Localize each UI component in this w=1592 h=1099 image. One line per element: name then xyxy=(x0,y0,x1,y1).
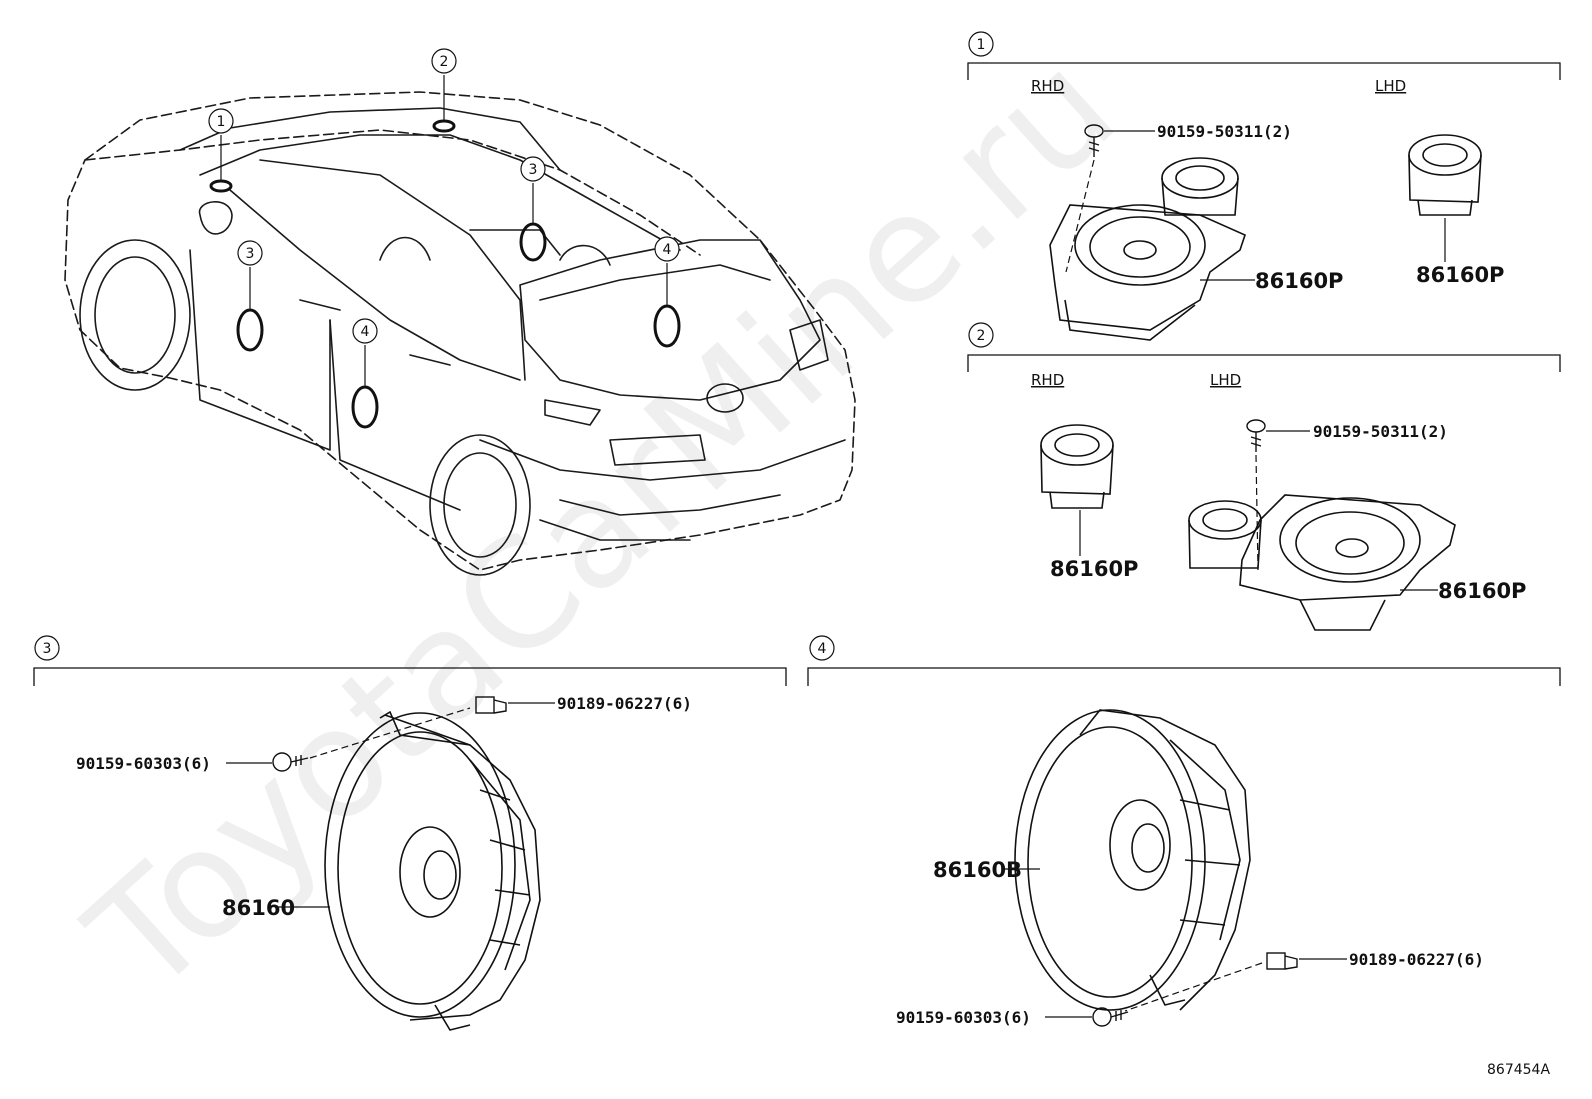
tweeter-icon xyxy=(1040,424,1114,509)
section-2-lhd-label: LHD xyxy=(1210,371,1241,389)
section-2-bracket xyxy=(967,354,1561,372)
section-1-lhd-part: 86160P xyxy=(1416,263,1504,287)
marker-rear-door-right xyxy=(653,304,681,348)
section-3-callout: 3 xyxy=(43,641,52,657)
combo-speaker-icon xyxy=(1188,494,1456,631)
svg-text:4: 4 xyxy=(361,324,370,340)
section-2-screw-label: 90159-50311(2) xyxy=(1313,422,1448,441)
section-1-rhd-part: 86160P xyxy=(1255,269,1343,293)
tweeter-icon xyxy=(1408,134,1482,216)
screw-icon xyxy=(1246,419,1266,452)
section-4-callout: 4 xyxy=(818,641,827,657)
screw-icon xyxy=(272,752,309,772)
callout-3-car-a: 3 xyxy=(520,156,546,182)
car-illustration xyxy=(64,91,856,576)
callout-3-car-b: 3 xyxy=(237,240,263,266)
section-2-callout: 2 xyxy=(977,328,986,344)
car-callouts: 1 2 3 3 4 4 xyxy=(208,48,680,344)
section-3: 3 90189-06227(6) 90159-60303(6) xyxy=(33,635,787,1031)
section-3-clip-label: 90189-06227(6) xyxy=(557,694,692,713)
section-2-lhd-part: 86160P xyxy=(1438,579,1526,603)
section-1-rhd-label: RHD xyxy=(1031,77,1064,95)
section-4-clip-label: 90189-06227(6) xyxy=(1349,950,1484,969)
screw-icon xyxy=(1084,124,1104,157)
diagram-id: 867454A xyxy=(1487,1062,1550,1078)
svg-text:2: 2 xyxy=(440,54,449,70)
section-4: 4 86160B 90189-06227(6) xyxy=(807,635,1561,1027)
callout-4-car-a: 4 xyxy=(654,236,680,262)
svg-text:3: 3 xyxy=(246,246,255,262)
section-4-bracket xyxy=(807,667,1561,686)
marker-tweeter-center xyxy=(432,119,456,133)
section-2: 2 RHD LHD 86160P 90159-50311(2) xyxy=(967,322,1561,631)
section-1: 1 RHD LHD 90159-50311(2) 86160P xyxy=(967,31,1561,341)
combo-speaker-icon xyxy=(1049,157,1246,341)
marker-front-door-right xyxy=(236,308,264,352)
svg-text:1: 1 xyxy=(217,114,226,130)
clip-icon xyxy=(475,696,507,714)
callout-2-car: 2 xyxy=(431,48,457,74)
car-callout-leaders xyxy=(220,75,668,387)
section-3-part: 86160 xyxy=(222,896,295,920)
section-2-rhd-label: RHD xyxy=(1031,371,1064,389)
section-1-screw-label: 90159-50311(2) xyxy=(1157,122,1292,141)
svg-text:3: 3 xyxy=(529,162,538,178)
section-4-screw-label: 90159-60303(6) xyxy=(896,1008,1031,1027)
section-1-lhd-label: LHD xyxy=(1375,77,1406,95)
car-speaker-markers xyxy=(209,119,681,429)
marker-tweeter-front xyxy=(209,179,233,193)
section-3-bracket xyxy=(33,667,787,686)
section-1-callout: 1 xyxy=(977,37,986,53)
section-2-rhd-part: 86160P xyxy=(1050,557,1138,581)
door-speaker-icon xyxy=(1014,709,1251,1011)
section-4-part: 86160B xyxy=(933,858,1022,882)
clip-icon xyxy=(1266,952,1298,970)
door-speaker-icon xyxy=(324,710,541,1031)
callout-4-car-b: 4 xyxy=(352,318,378,344)
svg-text:4: 4 xyxy=(663,242,672,258)
callout-1-car: 1 xyxy=(208,108,234,134)
section-1-bracket xyxy=(967,62,1561,80)
section-3-screw-label: 90159-60303(6) xyxy=(76,754,211,773)
screw-icon xyxy=(1092,1007,1129,1027)
marker-rear-door-left xyxy=(351,385,379,429)
